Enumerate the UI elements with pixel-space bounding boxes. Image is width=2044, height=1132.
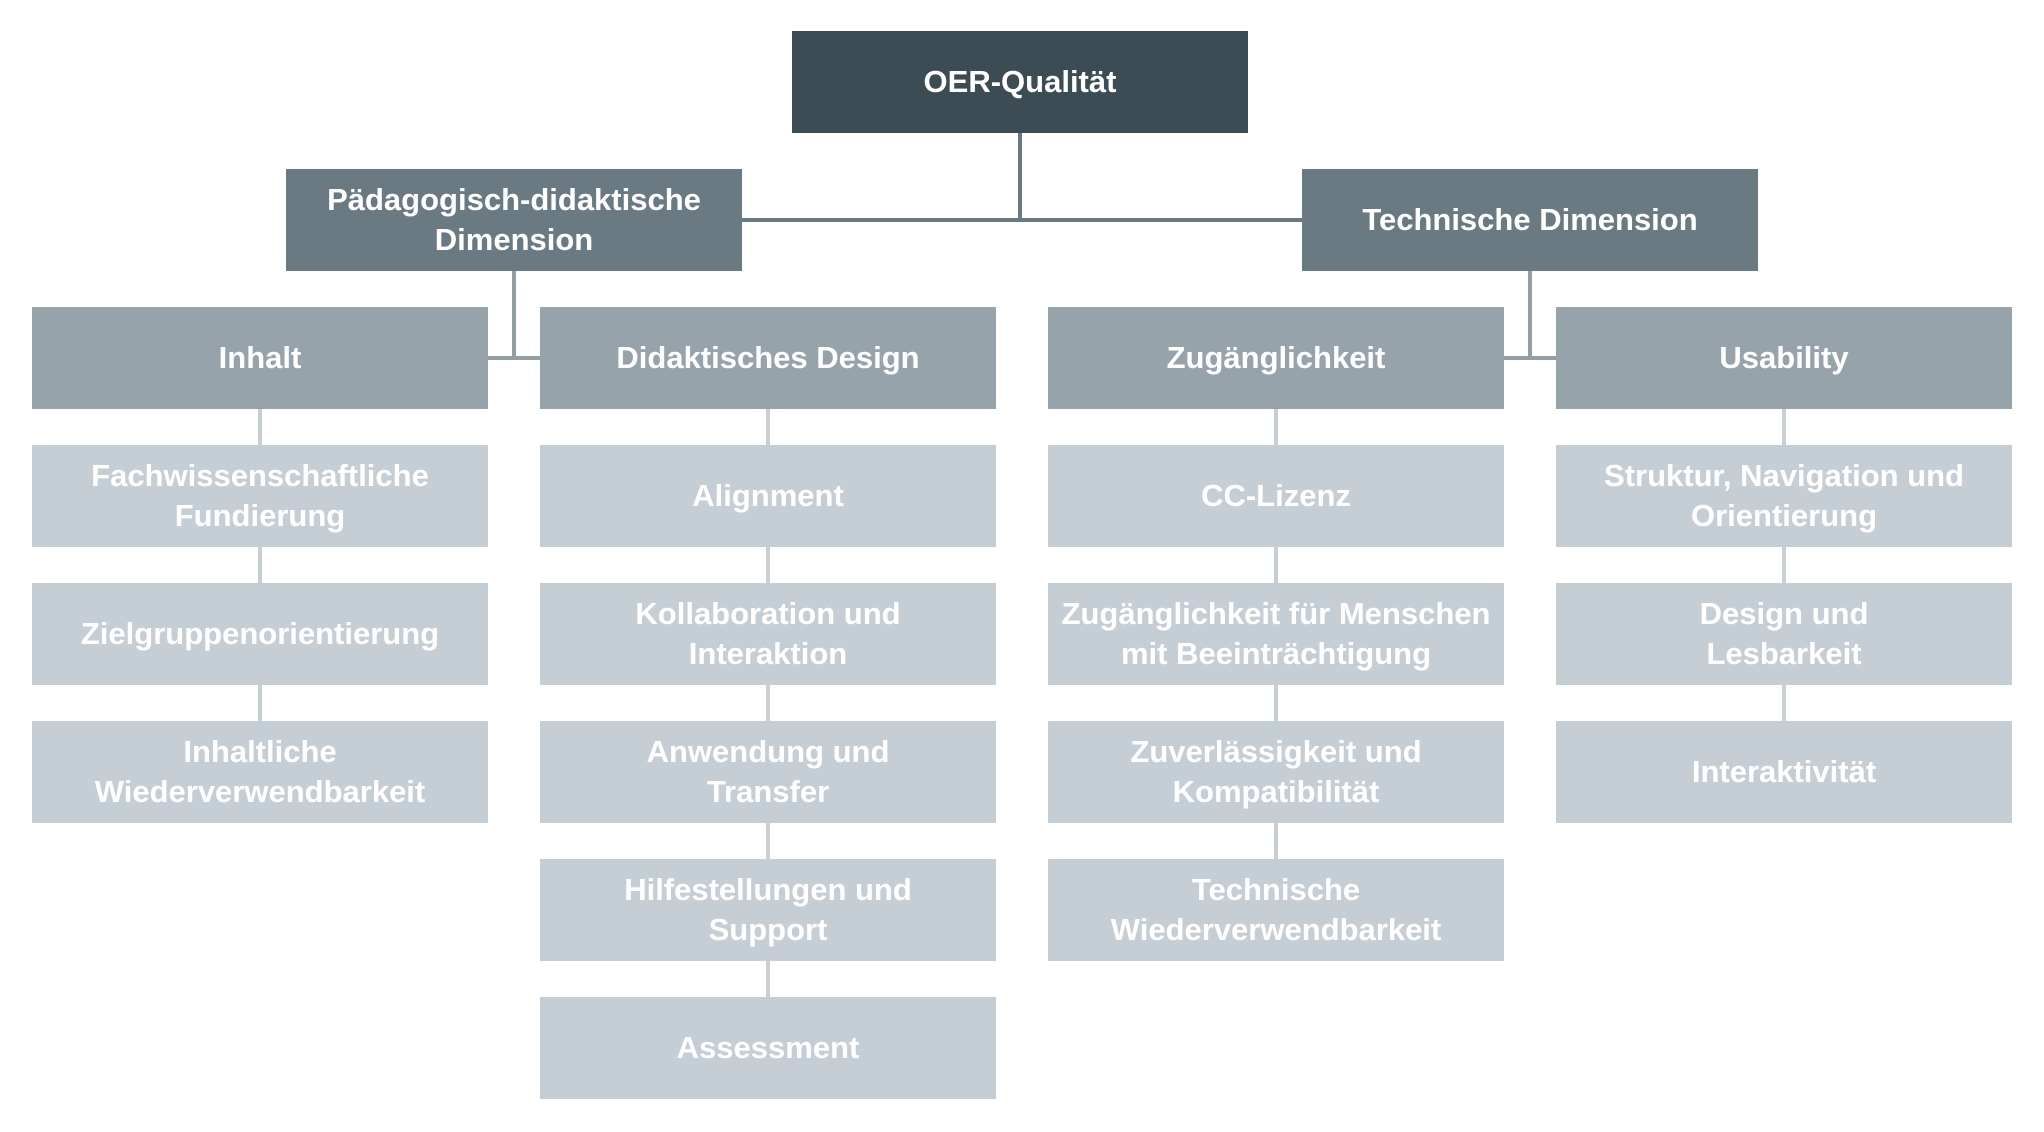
node-technische-dimension: Technische Dimension bbox=[1302, 169, 1758, 271]
connector-line bbox=[258, 547, 262, 583]
connector-line bbox=[1782, 685, 1786, 721]
connector-line bbox=[766, 685, 770, 721]
node-interaktivitaet: Interaktivität bbox=[1556, 721, 2012, 823]
node-oer-qualitaet: OER-Qualität bbox=[792, 31, 1248, 133]
node-assessment: Assessment bbox=[540, 997, 996, 1099]
connector-paedagogisch-vertical bbox=[512, 271, 516, 358]
connector-line bbox=[1782, 409, 1786, 445]
connector-line bbox=[1274, 409, 1278, 445]
connector-line bbox=[1274, 685, 1278, 721]
node-design-und-lesbarkeit: Design und Lesbarkeit bbox=[1556, 583, 2012, 685]
node-zielgruppenorientierung: Zielgruppenorientierung bbox=[32, 583, 488, 685]
node-hilfestellungen-und-support: Hilfestellungen und Support bbox=[540, 859, 996, 961]
connector-technisch-vertical bbox=[1528, 271, 1532, 358]
connector-line bbox=[258, 685, 262, 721]
node-anwendung-und-transfer: Anwendung und Transfer bbox=[540, 721, 996, 823]
node-zugaenglichkeit: Zugänglichkeit bbox=[1048, 307, 1504, 409]
node-kollaboration-und-interaktion: Kollaboration und Interaktion bbox=[540, 583, 996, 685]
connector-root-vertical bbox=[1018, 133, 1022, 220]
connector-paedagogisch-horizontal bbox=[488, 356, 540, 360]
node-inhaltliche-wiederverwendbarkeit: Inhaltliche Wiederverwendbarkeit bbox=[32, 721, 488, 823]
node-alignment: Alignment bbox=[540, 445, 996, 547]
node-technische-wiederverwendbarkeit: Technische Wiederverwendbarkeit bbox=[1048, 859, 1504, 961]
node-didaktisches-design: Didaktisches Design bbox=[540, 307, 996, 409]
connector-line bbox=[1274, 823, 1278, 859]
connector-line bbox=[1274, 547, 1278, 583]
node-zuverlaessigkeit-und-kompatibilitaet: Zuverlässigkeit und Kompatibilität bbox=[1048, 721, 1504, 823]
connector-line bbox=[258, 409, 262, 445]
node-usability: Usability bbox=[1556, 307, 2012, 409]
node-fachwissenschaftliche-fundierung: Fachwissenschaftliche Fundierung bbox=[32, 445, 488, 547]
connector-line bbox=[766, 961, 770, 997]
connector-line bbox=[766, 409, 770, 445]
connector-line bbox=[766, 547, 770, 583]
connector-root-horizontal bbox=[742, 218, 1302, 222]
node-paedagogisch-didaktische-dimension: Pädagogisch-didaktische Dimension bbox=[286, 169, 742, 271]
connector-line bbox=[1782, 547, 1786, 583]
connector-line bbox=[766, 823, 770, 859]
connector-technisch-horizontal bbox=[1504, 356, 1556, 360]
node-cc-lizenz: CC-Lizenz bbox=[1048, 445, 1504, 547]
node-struktur-navigation-und-orientierung: Struktur, Navigation und Orientierung bbox=[1556, 445, 2012, 547]
node-inhalt: Inhalt bbox=[32, 307, 488, 409]
node-zugaenglichkeit-fuer-menschen-mit-beeintraechtigung: Zugänglichkeit für Menschen mit Beeinträ… bbox=[1048, 583, 1504, 685]
